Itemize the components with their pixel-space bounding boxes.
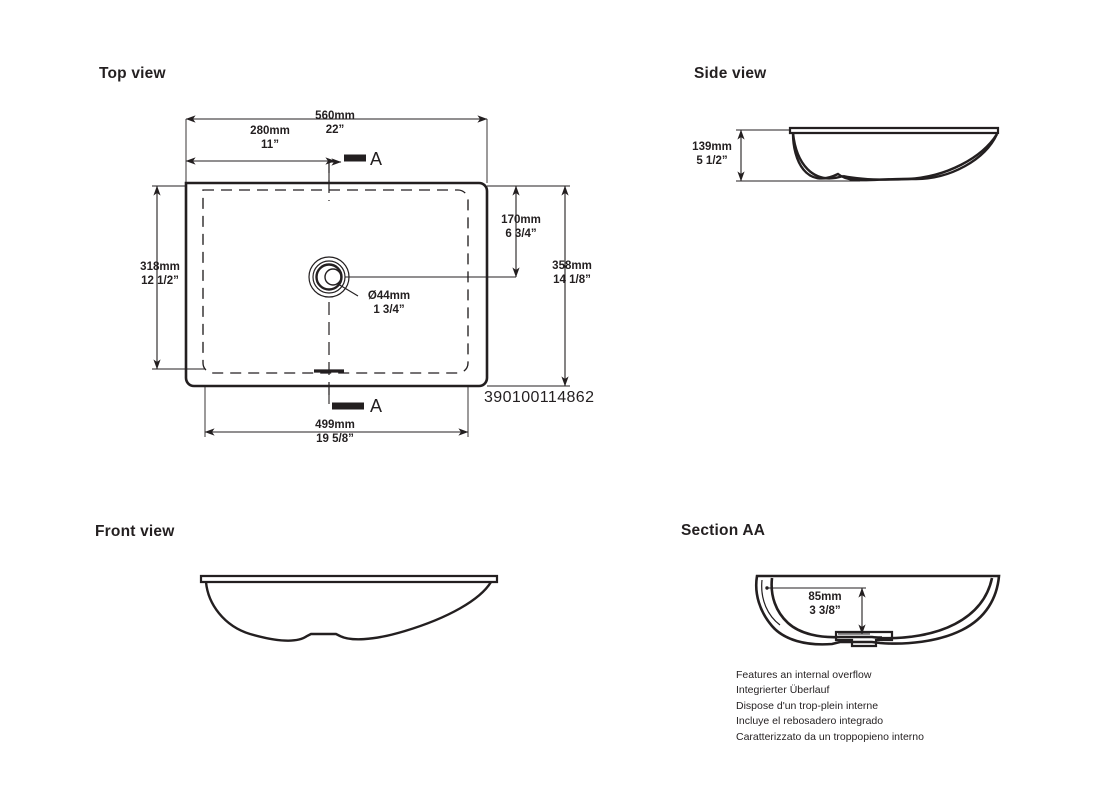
side-view-title: Side view bbox=[694, 65, 767, 82]
top-view-group bbox=[152, 115, 570, 437]
front-view-title: Front view bbox=[95, 523, 175, 540]
section-marker-letter-bottom: A bbox=[370, 396, 383, 416]
note-line-de: Integrierter Überlauf bbox=[736, 684, 830, 697]
section-overflow-channel bbox=[761, 579, 781, 626]
dim-overall-depth-358: 358mm 14 1/8” bbox=[552, 260, 592, 286]
dim-drain-diameter-44: Ø44mm 1 3/4” bbox=[367, 290, 411, 316]
section-outer-wall bbox=[754, 574, 1001, 646]
dim-drain-from-left-280: 280mm 11” bbox=[250, 125, 290, 151]
note-line-en: Features an internal overflow bbox=[736, 669, 872, 681]
dim-bowl-width-499: 499mm 19 5/8” bbox=[315, 419, 355, 445]
front-rim-plate bbox=[199, 574, 499, 584]
side-bowl-bottom bbox=[842, 133, 999, 181]
side-rim-plate bbox=[788, 126, 1000, 135]
basin-inner-dashed-outline bbox=[202, 189, 469, 374]
basin-outer-outline bbox=[184, 181, 489, 388]
section-marker-letter-top: A bbox=[370, 149, 383, 169]
note-line-fr: Dispose d'un trop-plein interne bbox=[736, 699, 879, 712]
part-number: 390100114862 bbox=[484, 389, 595, 406]
dim-bowl-depth-318: 318mm 12 1/2” bbox=[140, 261, 180, 287]
note-line-it: Caratterizzato da un troppopieno interno bbox=[736, 730, 924, 743]
note-line-es: Incluye el rebosadero integrado bbox=[736, 715, 884, 728]
dim-overflow-height-85: 85mm 3 3/8” bbox=[808, 591, 842, 617]
dim-overall-width-560: 560mm 22” bbox=[315, 110, 355, 136]
section-drain-boss bbox=[834, 630, 894, 648]
front-bowl-profile bbox=[204, 581, 493, 642]
front-view-group bbox=[199, 574, 499, 642]
side-view-group bbox=[736, 126, 1000, 182]
drain-ring-outer bbox=[308, 256, 350, 298]
section-aa-title: Section AA bbox=[681, 522, 766, 539]
side-bowl-left-wall bbox=[791, 132, 844, 180]
drain-bore bbox=[324, 268, 342, 286]
side-bowl-profile bbox=[791, 132, 999, 182]
drain-ring-mid bbox=[312, 260, 346, 294]
section-aa-group bbox=[754, 574, 1001, 648]
drain-diameter-leader bbox=[337, 283, 359, 297]
dim-drain-from-rear-170: 170mm 6 3/4” bbox=[501, 214, 541, 240]
top-view-title: Top view bbox=[99, 65, 166, 82]
dim-side-height-139: 139mm 5 1/2” bbox=[692, 141, 732, 167]
drain-ring-inner bbox=[315, 263, 343, 291]
overflow-notes-block: Features an internal overflow Integriert… bbox=[736, 668, 924, 745]
